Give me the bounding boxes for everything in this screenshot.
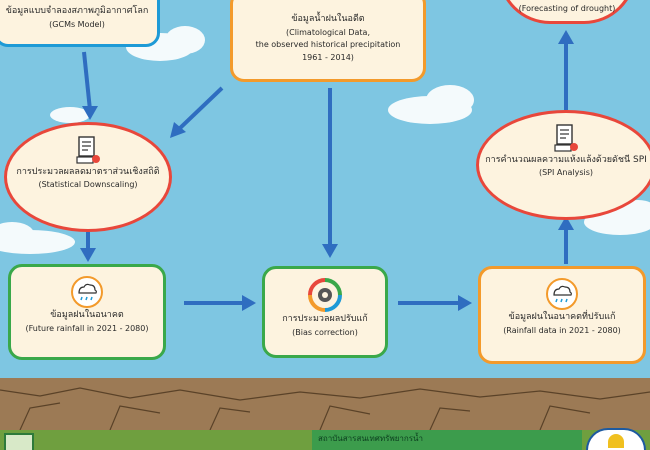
ground-cracks	[0, 387, 650, 431]
logo-right	[586, 428, 646, 450]
rain-cloud-icon	[71, 276, 103, 308]
node-historical-sub1: (Climatological Data,	[285, 27, 370, 37]
node-corrected-title: ข้อมูลฝนในอนาคตที่ปรับแก้	[508, 312, 616, 322]
node-gcm-model: ข้อมูลแบบจำลองสภาพภูมิอากาศโลก (GCMs Mod…	[0, 0, 160, 47]
node-bias-title: การประมวลผลปรับแก้	[282, 314, 368, 324]
cloud	[50, 107, 90, 123]
cycle-gear-icon	[308, 278, 342, 312]
arrow-historical-to-downscaling	[176, 86, 224, 132]
node-forecast-sub: (Forecasting of drought)	[518, 4, 616, 13]
footer-text: สถาบันสารสนเทศทรัพยากรน้ำ	[318, 434, 423, 443]
arrow-gcm-to-downscaling	[82, 51, 92, 111]
node-spi-analysis: การคำนวณผลความแห้งแล้งด้วยดัชนี SPI (SPI…	[476, 110, 650, 220]
node-historical-sub3: 1961 - 2014)	[302, 52, 354, 62]
cracked-ground	[0, 378, 650, 431]
report-gear-icon	[76, 136, 100, 164]
footer-band	[312, 430, 582, 450]
logo-left	[4, 433, 34, 450]
node-future-rainfall-title: ข้อมูลฝนในอนาคต	[50, 310, 124, 320]
node-bias-correction: การประมวลผลปรับแก้ (Bias correction)	[262, 266, 388, 358]
node-spi-title: การคำนวณผลความแห้งแล้งด้วยดัชนี SPI	[485, 155, 647, 165]
node-corrected-sub: (Rainfall data in 2021 - 2080)	[503, 325, 621, 335]
node-gcm-sub: (GCMs Model)	[49, 19, 105, 29]
rain-cloud-icon	[546, 278, 578, 310]
node-bias-sub: (Bias correction)	[292, 327, 358, 337]
node-gcm-title: ข้อมูลแบบจำลองสภาพภูมิอากาศโลก	[5, 6, 149, 16]
node-corrected-rainfall: ข้อมูลฝนในอนาคตที่ปรับแก้ (Rainfall data…	[478, 266, 646, 364]
node-historical-title: ข้อมูลน้ำฝนในอดีต	[291, 14, 365, 24]
report-check-icon	[554, 124, 578, 152]
node-spi-sub: (SPI Analysis)	[538, 168, 593, 178]
node-statistical-downscaling: การประมวลผลลดมาตราส่วนเชิงสถิติ (Statist…	[4, 122, 172, 232]
node-future-rainfall: ข้อมูลฝนในอนาคต (Future rainfall in 2021…	[8, 264, 166, 360]
node-future-rainfall-sub: (Future rainfall in 2021 - 2080)	[25, 323, 149, 333]
node-historical-data: ข้อมูลน้ำฝนในอดีต (Climatological Data, …	[230, 0, 426, 82]
node-downscaling-sub: (Statistical Downscaling)	[38, 180, 138, 190]
node-historical-sub2: the observed historical precipitation	[255, 40, 401, 50]
node-downscaling-title: การประมวลผลลดมาตราส่วนเชิงสถิติ	[16, 167, 160, 177]
